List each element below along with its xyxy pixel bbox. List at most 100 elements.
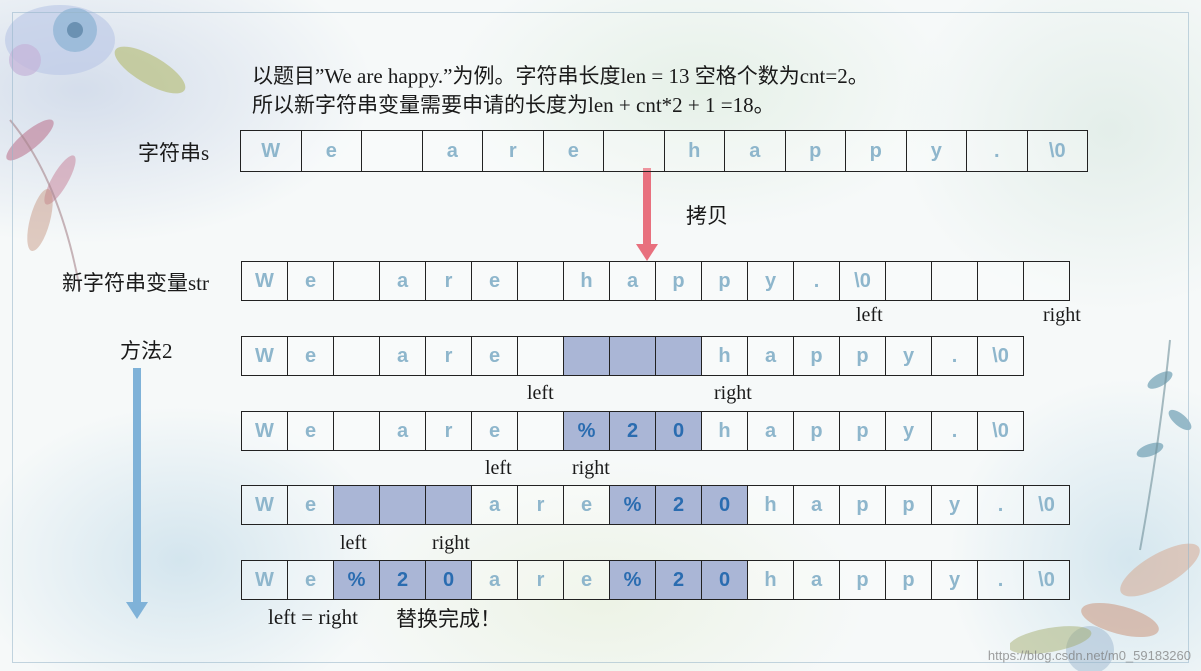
cell: p [794, 412, 840, 450]
cell: a [423, 131, 483, 171]
cell: a [380, 412, 426, 450]
cell: e [472, 412, 518, 450]
cell: h [702, 337, 748, 375]
cell [334, 262, 380, 300]
cell: p [886, 561, 932, 599]
cell: h [564, 262, 610, 300]
pointer-right: right [714, 382, 752, 404]
label-new-str: 新字符串变量str [62, 271, 209, 295]
cell: r [426, 337, 472, 375]
cell: . [978, 486, 1024, 524]
cell: e [564, 486, 610, 524]
cell: W [242, 486, 288, 524]
cell: \0 [1024, 561, 1070, 599]
cell [932, 262, 978, 300]
label-method: 方法2 [120, 339, 173, 363]
cell: . [932, 337, 978, 375]
cell: y [932, 561, 978, 599]
cell: 0 [702, 486, 748, 524]
cell: h [702, 412, 748, 450]
cell: r [483, 131, 544, 171]
cell: h [748, 486, 794, 524]
cell: a [610, 262, 656, 300]
cell [518, 337, 564, 375]
cell: 0 [656, 412, 702, 450]
label-string-s: 字符串s [138, 141, 210, 165]
cell: p [886, 486, 932, 524]
cell: r [426, 262, 472, 300]
cell: p [702, 262, 748, 300]
cell: . [978, 561, 1024, 599]
cell: a [794, 486, 840, 524]
cell [610, 337, 656, 375]
watermark: https://blog.csdn.net/m0_59183260 [987, 648, 1191, 663]
cell [518, 412, 564, 450]
arrow-down-blue-icon [126, 368, 148, 619]
cell: e [288, 486, 334, 524]
cell: \0 [1028, 131, 1088, 171]
cell [604, 131, 665, 171]
cell: . [932, 412, 978, 450]
arrow-down-red-icon [636, 168, 658, 261]
pointer-left: left [340, 532, 367, 554]
cell: a [472, 486, 518, 524]
cell: 2 [610, 412, 656, 450]
cell [334, 486, 380, 524]
cell: e [302, 131, 362, 171]
cell: \0 [1024, 486, 1070, 524]
cell: a [380, 262, 426, 300]
cell [334, 412, 380, 450]
cell: % [564, 412, 610, 450]
floral-decoration-top-left [5, 5, 186, 291]
cell: y [932, 486, 978, 524]
cell: W [242, 337, 288, 375]
cell: h [748, 561, 794, 599]
cell: W [241, 131, 302, 171]
cell: 0 [426, 561, 472, 599]
cell: 2 [656, 561, 702, 599]
cell: p [840, 337, 886, 375]
pointer-right: right [1043, 304, 1081, 326]
cell [656, 337, 702, 375]
cell: e [472, 262, 518, 300]
cell: e [288, 262, 334, 300]
cell: e [288, 337, 334, 375]
cell: a [380, 337, 426, 375]
cell [1024, 262, 1070, 300]
cell [886, 262, 932, 300]
slide-frame [12, 12, 1189, 663]
cell: r [518, 561, 564, 599]
cell: y [907, 131, 967, 171]
cell [362, 131, 423, 171]
cell: W [242, 262, 288, 300]
cell: e [544, 131, 604, 171]
cell [564, 337, 610, 375]
cell: a [748, 337, 794, 375]
pointer-left: left [856, 304, 883, 326]
cell: p [786, 131, 846, 171]
cell: . [794, 262, 840, 300]
cell: y [886, 337, 932, 375]
cell: a [472, 561, 518, 599]
cell: y [886, 412, 932, 450]
cell: 2 [380, 561, 426, 599]
cell: r [426, 412, 472, 450]
pointer-right: right [572, 457, 610, 479]
cell [426, 486, 472, 524]
cell: e [288, 412, 334, 450]
label-done-left-right: left = right [268, 605, 358, 629]
cell: h [665, 131, 725, 171]
cell: p [840, 412, 886, 450]
cell: % [610, 486, 656, 524]
pointer-left: left [527, 382, 554, 404]
cell: % [610, 561, 656, 599]
cell: a [794, 561, 840, 599]
cell: p [840, 486, 886, 524]
label-done: 替换完成！ [396, 607, 501, 631]
cell: e [472, 337, 518, 375]
